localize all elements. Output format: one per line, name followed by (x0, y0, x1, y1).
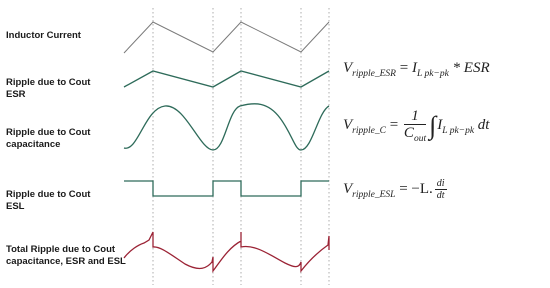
integral-icon: ∫ (429, 110, 437, 140)
eq-esr-rhs-sub: L pk−pk (416, 69, 449, 79)
eq-cap-den-c: C (403, 125, 414, 141)
eq-esr-lhs-sub: ripple_ESR (352, 69, 396, 79)
inductor-current-wave (123, 21, 330, 54)
esr-ripple-wave (123, 70, 330, 88)
eq-cap-rhs: I (437, 116, 443, 133)
eq-cap-numerator: 1 (403, 108, 427, 125)
eq-esl-equals: = −L. (395, 180, 433, 197)
label-line: Inductor Current (6, 30, 81, 41)
total-ripple-wave (123, 231, 330, 273)
eq-esr-rhs: I (411, 60, 417, 76)
label-line: capacitance (6, 139, 61, 150)
capacitance-ripple-wave (123, 103, 330, 151)
label-line: ESR (6, 89, 26, 100)
label-total-ripple: Total Ripple due to Cout capacitance, ES… (6, 244, 126, 268)
label-inductor-current: Inductor Current (6, 30, 81, 42)
eq-cap-equals: = (385, 116, 402, 133)
eq-cap-tail: dt (474, 116, 490, 133)
label-line: Ripple due to Cout (6, 77, 91, 88)
eq-esl-numerator: di (434, 178, 447, 190)
label-ripple-esl: Ripple due to Cout ESL (6, 189, 90, 213)
eq-esr-lhs: V (343, 60, 353, 76)
label-line: ESL (6, 201, 25, 212)
eq-esl-lhs: V (343, 180, 353, 197)
eq-esl-lhs-sub: ripple_ESL (352, 189, 396, 200)
eq-cap-den-sub: out (413, 134, 427, 144)
eq-cap-denominator: Cout (403, 125, 427, 144)
label-line: Ripple due to Cout (6, 127, 91, 138)
label-line: Ripple due to Cout (6, 189, 91, 200)
equation-esr: Vripple_ESR = IL pk−pk * ESR (343, 60, 490, 79)
label-ripple-esr: Ripple due to Cout ESR (6, 77, 90, 101)
eq-cap-lhs: V (343, 116, 353, 133)
eq-cap-rhs-sub: L pk−pk (442, 125, 475, 136)
eq-esl-denominator: dt (436, 190, 445, 201)
eq-esr-equals: = (395, 60, 412, 76)
eq-esr-tail: * ESR (448, 60, 490, 76)
eq-cap-lhs-sub: ripple_C (352, 125, 386, 136)
label-line: capacitance, ESR and ESL (6, 256, 126, 267)
label-ripple-capacitance: Ripple due to Cout capacitance (6, 127, 90, 151)
esl-ripple-wave (124, 180, 329, 197)
label-line: Total Ripple due to Cout (6, 244, 116, 255)
